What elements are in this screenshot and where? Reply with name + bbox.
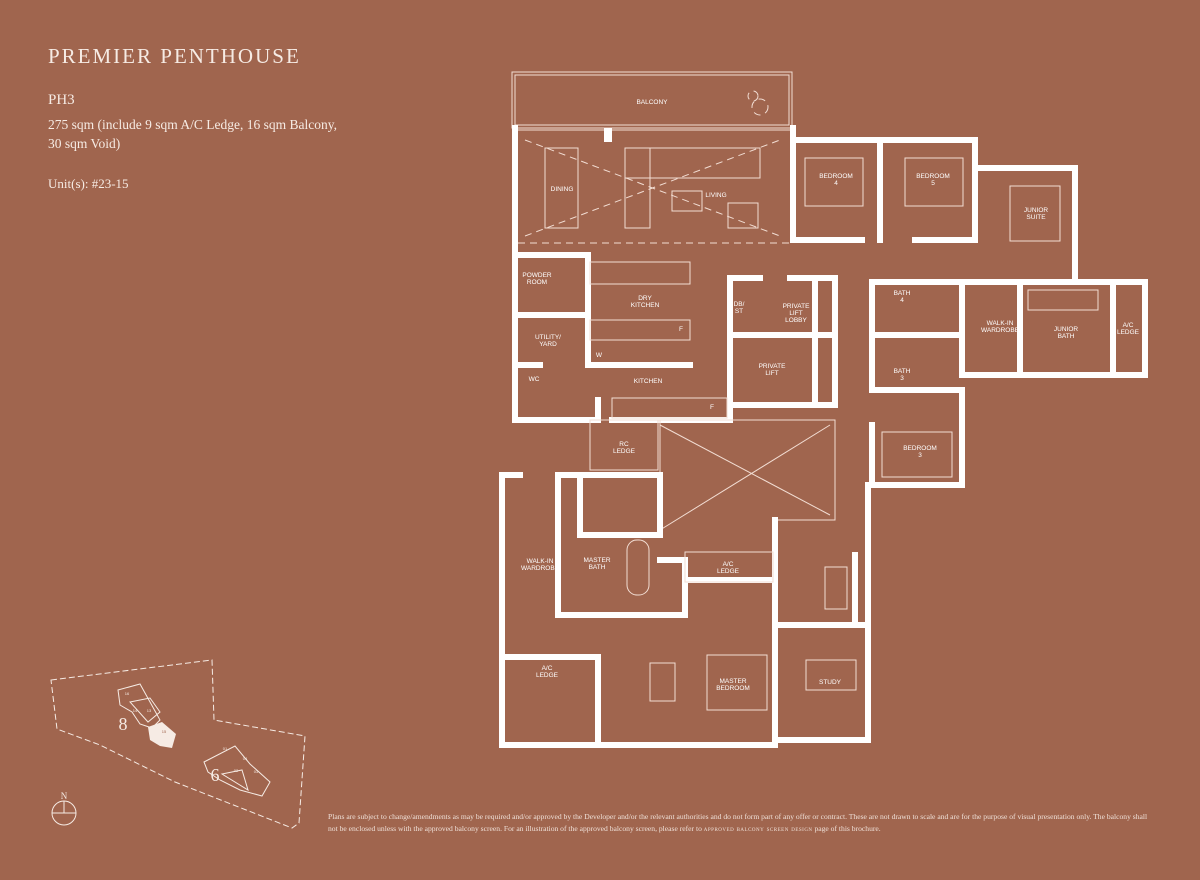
- room-label-db-st: DB/ST: [734, 301, 745, 315]
- room-label-balcony: BALCONY: [636, 99, 668, 106]
- balcony-outline: [511, 71, 793, 129]
- room-label-kitchen: KITCHEN: [634, 378, 663, 385]
- disclaimer-tail: page of this brochure.: [814, 824, 881, 833]
- unit-label: 01: [223, 746, 228, 751]
- unit-label: 02: [234, 768, 239, 773]
- unit-label: 14: [133, 708, 138, 713]
- page-title: PREMIER PENTHOUSE: [48, 44, 301, 68]
- unit-label: 04: [243, 756, 248, 761]
- block-8-label: 8: [119, 714, 128, 734]
- room-label-utility-yard: UTILITY/YARD: [535, 334, 561, 348]
- plant-icon: [751, 98, 769, 116]
- dining-table: [544, 147, 579, 229]
- disclaimer-smallcaps: approved balcony screen design: [703, 824, 813, 833]
- block-6-label: 6: [211, 765, 220, 785]
- area-description: 275 sqm (include 9 sqm A/C Ledge, 16 sqm…: [48, 115, 368, 153]
- fridge-label: F: [679, 326, 683, 333]
- area-line-1: 275 sqm (include 9 sqm A/C Ledge, 16 sqm…: [48, 117, 337, 132]
- north-label: N: [61, 791, 68, 801]
- fridge-label: F: [710, 404, 714, 411]
- area-line-2: 30 sqm Void): [48, 136, 121, 151]
- room-label-dining: DINING: [551, 186, 574, 193]
- room-label-study: STUDY: [819, 679, 842, 686]
- unit-numbers: Unit(s): #23-15: [48, 176, 129, 191]
- disclaimer-text: Plans are subject to change/amendments a…: [328, 812, 1148, 833]
- unit-label-highlighted: 15: [162, 729, 167, 734]
- bathtub: [626, 539, 650, 596]
- unit-type: PH3: [48, 92, 75, 108]
- key-plan: 8 6 16 14 13 15 01 04 02 03: [50, 659, 306, 829]
- unit-label: 16: [125, 691, 130, 696]
- sofa: [624, 147, 761, 179]
- disclaimer: Plans are subject to change/amendments a…: [328, 811, 1158, 835]
- unit-label: 03: [254, 769, 259, 774]
- room-label-living: LIVING: [705, 192, 726, 199]
- north-arrow-icon: N: [51, 791, 77, 826]
- unit-label: 13: [147, 708, 152, 713]
- washer-label: W: [596, 352, 603, 359]
- room-label-wc: WC: [529, 376, 540, 383]
